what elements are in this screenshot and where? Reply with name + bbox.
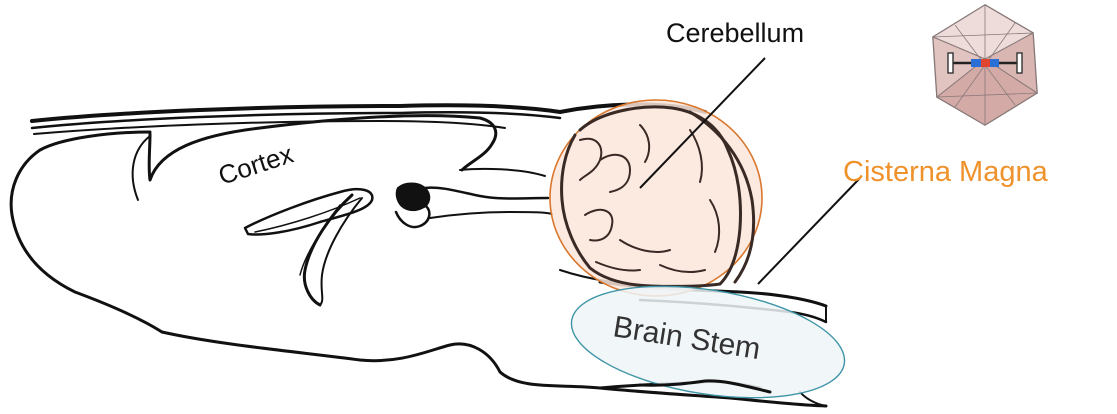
aav-capsid-icon (933, 5, 1037, 125)
cisterna-pointer (758, 178, 860, 284)
cisterna-magna-label: Cisterna Magna (843, 156, 1049, 188)
cerebellum-label: Cerebellum (666, 18, 804, 48)
cortex-label: Cortex (215, 139, 297, 191)
